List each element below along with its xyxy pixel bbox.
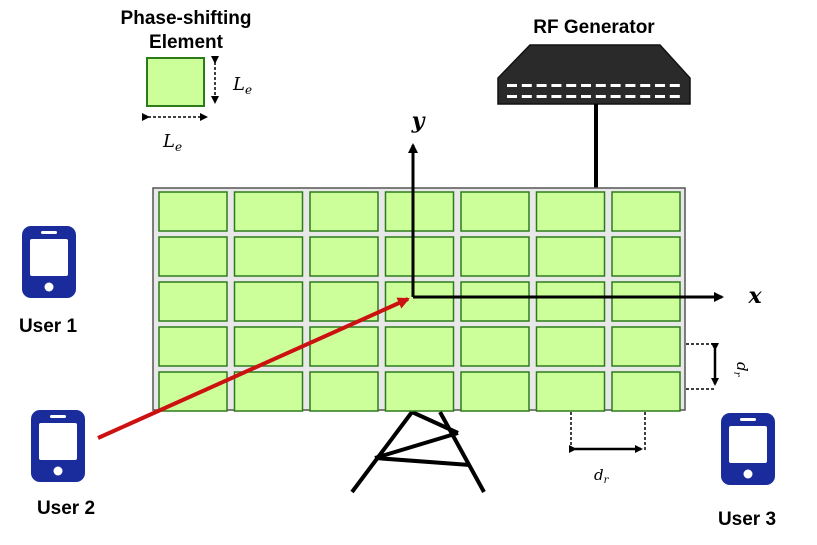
tower-icon	[350, 410, 486, 494]
ris-element	[611, 326, 681, 367]
generator-port-mark	[507, 84, 517, 87]
generator-port-mark	[625, 84, 636, 87]
element-caption-line1: Phase-shifting	[121, 8, 252, 29]
ris-element	[535, 281, 606, 322]
generator-port-mark	[581, 95, 591, 98]
rf-generator-label: RF Generator	[533, 17, 655, 38]
ris-element	[460, 236, 530, 277]
legend-width-label: Le	[162, 131, 182, 154]
generator-port-mark	[521, 95, 532, 98]
ris-element	[460, 281, 530, 322]
ris-element	[309, 281, 379, 322]
ris-element	[384, 326, 455, 367]
generator-port-mark	[610, 84, 621, 87]
ris-element	[460, 191, 530, 232]
ris-element	[460, 326, 530, 367]
ris-element	[535, 236, 606, 277]
legend-height-label: Le	[232, 74, 252, 97]
legend-element	[146, 57, 205, 107]
user1-label: User 1	[19, 316, 78, 337]
phone-icon-user3	[721, 413, 775, 485]
ris-element	[233, 371, 304, 412]
rf-generator-ports	[507, 84, 680, 98]
user3-label: User 3	[718, 509, 776, 530]
ris-element	[309, 326, 379, 367]
generator-port-mark	[625, 95, 636, 98]
generator-port-mark	[640, 95, 651, 98]
generator-port-mark	[610, 95, 621, 98]
generator-port-mark	[640, 84, 651, 87]
ris-element	[611, 191, 681, 232]
rf-generator-icon	[497, 44, 691, 105]
ris-element-grid	[158, 191, 681, 412]
ris-element	[384, 191, 455, 232]
element-caption-line2: Element	[149, 32, 224, 53]
generator-port-mark	[551, 84, 562, 87]
generator-port-mark	[655, 95, 665, 98]
ris-element	[384, 236, 455, 277]
ris-element	[309, 371, 379, 412]
generator-port-mark	[551, 95, 562, 98]
ris-element	[535, 191, 606, 232]
ris-element	[460, 371, 530, 412]
ris-element	[158, 236, 228, 277]
ris-element	[233, 281, 304, 322]
phone-icon-user2	[31, 410, 85, 482]
user2-label: User 2	[37, 498, 95, 519]
ris-element	[611, 236, 681, 277]
generator-port-mark	[566, 95, 577, 98]
y-axis-label: y	[411, 108, 427, 134]
generator-port-mark	[507, 95, 517, 98]
ris-element	[233, 236, 304, 277]
incident-signal-arrow	[97, 297, 410, 440]
ris-element	[384, 371, 455, 412]
generator-port-mark	[581, 84, 591, 87]
x-axis-label: x	[747, 283, 762, 309]
ris-element	[535, 326, 606, 367]
ris-element	[158, 191, 228, 232]
ris-element	[158, 326, 228, 367]
generator-port-mark	[655, 84, 665, 87]
phone-icon-user1	[22, 226, 76, 298]
ris-element	[158, 281, 228, 322]
generator-port-mark	[595, 84, 606, 87]
generator-port-mark	[669, 95, 680, 98]
ris-element	[611, 371, 681, 412]
spacing-v-label: dr	[731, 362, 751, 378]
spacing-h-label: dr	[594, 466, 610, 486]
ris-element	[309, 191, 379, 232]
generator-port-mark	[566, 84, 577, 87]
ris-element	[233, 191, 304, 232]
generator-port-mark	[536, 95, 547, 98]
generator-port-mark	[536, 84, 547, 87]
ris-element	[611, 281, 681, 322]
ris-element	[309, 236, 379, 277]
ris-element	[535, 371, 606, 412]
generator-port-mark	[595, 95, 606, 98]
ris-element	[384, 281, 455, 322]
generator-port-mark	[669, 84, 680, 87]
generator-port-mark	[521, 84, 532, 87]
